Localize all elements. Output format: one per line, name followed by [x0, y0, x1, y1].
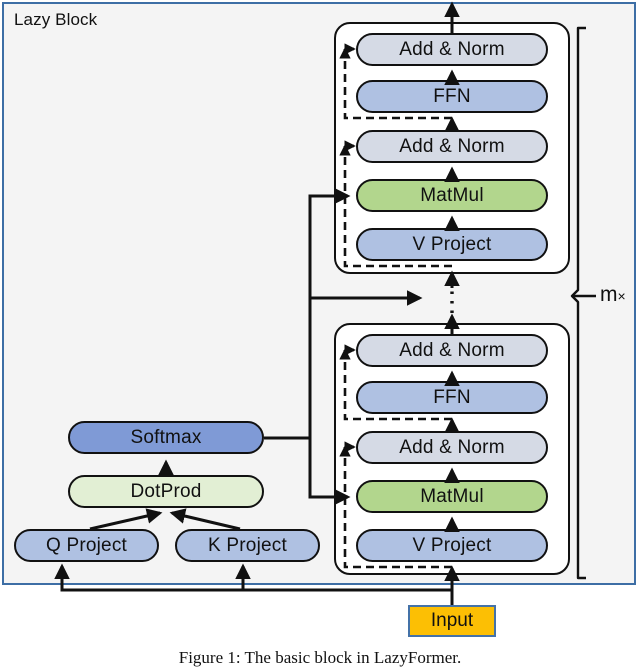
input-node[interactable]: Input	[408, 605, 496, 637]
upper-v-project[interactable]: V Project	[356, 228, 548, 261]
dotprod-node[interactable]: DotProd	[68, 475, 264, 508]
k-project-node[interactable]: K Project	[175, 529, 320, 562]
lazy-block-title: Lazy Block	[14, 10, 98, 29]
lower-v-project[interactable]: V Project	[356, 529, 548, 562]
lower-ffn[interactable]: FFN	[356, 381, 548, 414]
softmax-node[interactable]: Softmax	[68, 421, 264, 454]
upper-add-norm-2[interactable]: Add & Norm	[356, 33, 548, 66]
repeat-count-label: m×	[600, 283, 626, 307]
upper-add-norm-1[interactable]: Add & Norm	[356, 130, 548, 163]
repeat-count-value: m	[600, 283, 618, 306]
lower-add-norm-1[interactable]: Add & Norm	[356, 431, 548, 464]
lower-add-norm-2[interactable]: Add & Norm	[356, 334, 548, 367]
upper-ffn[interactable]: FFN	[356, 80, 548, 113]
q-project-node[interactable]: Q Project	[14, 529, 159, 562]
figure-caption: Figure 1: The basic block in LazyFormer.	[178, 648, 462, 667]
lower-matmul[interactable]: MatMul	[356, 480, 548, 513]
repeat-times-symbol: ×	[617, 288, 626, 304]
upper-matmul[interactable]: MatMul	[356, 179, 548, 212]
